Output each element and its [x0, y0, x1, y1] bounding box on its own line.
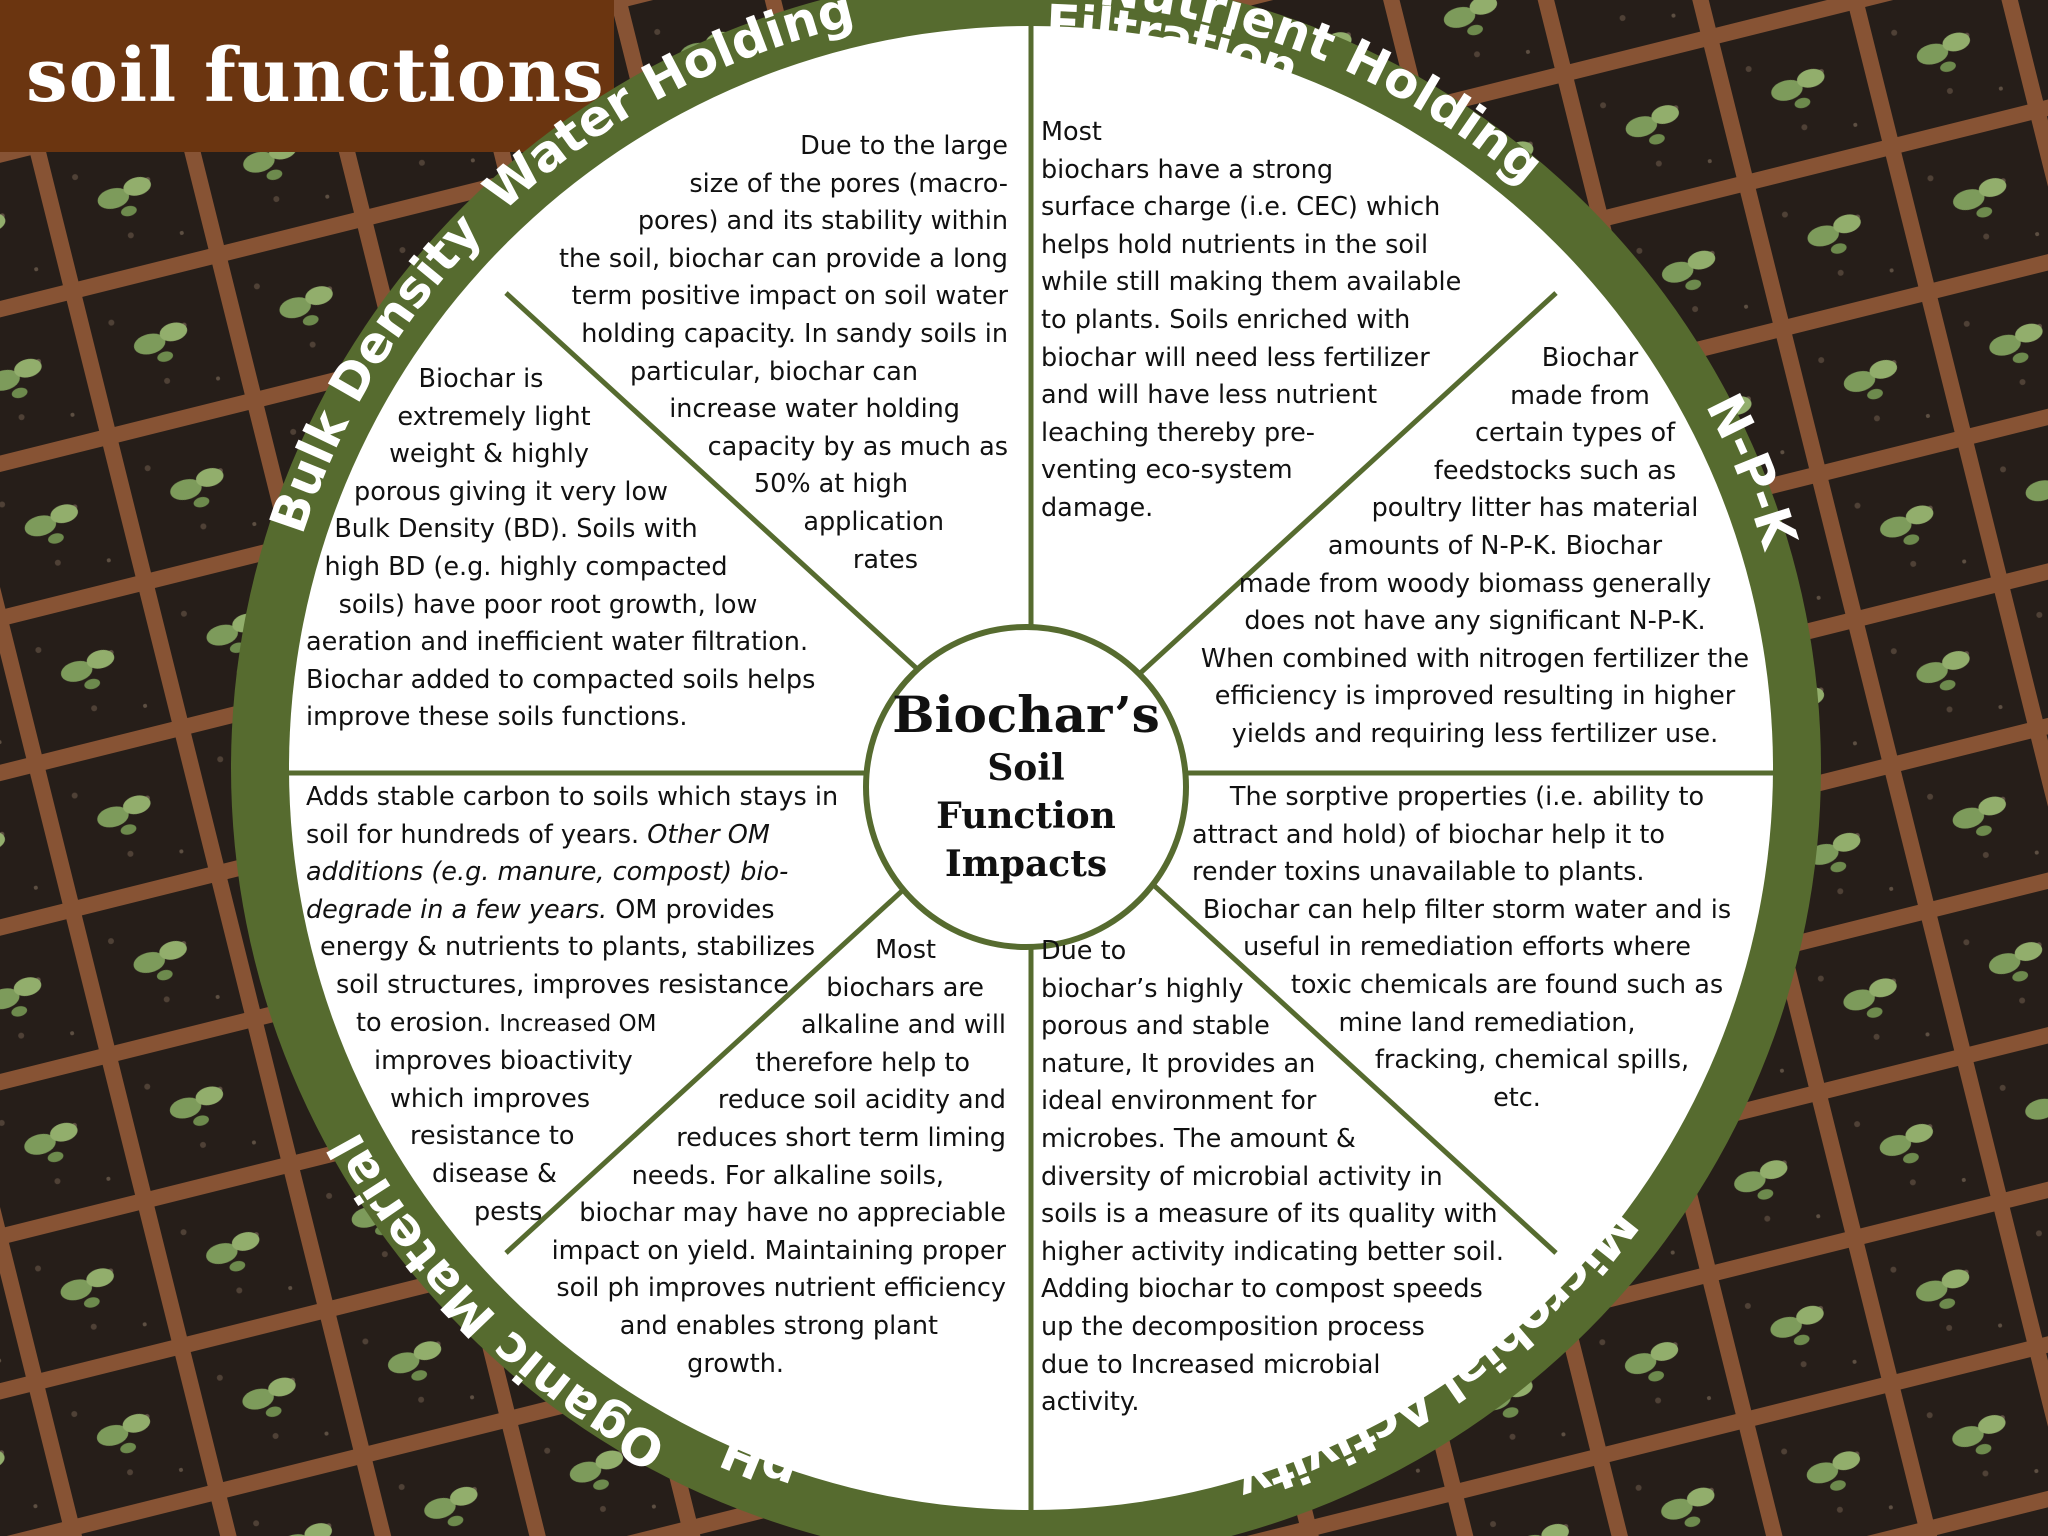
segment-npk: Biochar made from certain types of feeds…: [1200, 343, 1750, 749]
center-line-2: Soil: [987, 747, 1065, 789]
center-line-3: Function: [936, 795, 1116, 837]
center-title: Biochar’s Soil Function Impacts: [866, 627, 1186, 947]
page-title: soil functions: [26, 33, 605, 119]
center-line-1: Biochar’s: [892, 685, 1160, 744]
segment-organic-material: Adds stable carbon to soils which stays …: [306, 782, 839, 1227]
segment-water-holding: Due to the large size of the pores (macr…: [558, 131, 1008, 575]
segment-ph: Most biochars are alkaline and will ther…: [551, 935, 1006, 1379]
page-title-banner: soil functions: [0, 0, 614, 152]
center-line-4: Impacts: [944, 843, 1108, 885]
segment-microbial-activity: Due to biochar’s highly porous and stabl…: [1041, 936, 1504, 1418]
segment-bulk-density: Biochar is extremely light weight & high…: [306, 364, 816, 733]
center-hub: [863, 624, 1189, 950]
segment-filtration: The sorptive properties (i.e. ability to…: [1192, 782, 1732, 1113]
segment-nutrient-holding: Most biochars have a strong surface char…: [1041, 117, 1462, 523]
